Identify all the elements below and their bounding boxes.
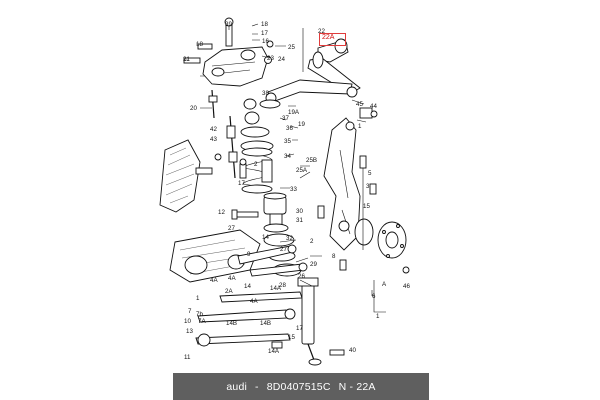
callout: 11 bbox=[184, 354, 191, 361]
callout: 9 bbox=[247, 251, 251, 258]
right-bolts bbox=[271, 155, 377, 356]
callout: 25 bbox=[288, 44, 295, 51]
callout: 24 bbox=[278, 56, 285, 63]
brand-text: audi bbox=[226, 380, 248, 393]
callout: 6 bbox=[372, 293, 376, 300]
callout: 10 bbox=[184, 318, 191, 325]
callout: 14A bbox=[268, 348, 280, 355]
callout: 17 bbox=[238, 180, 245, 187]
pull-rod bbox=[226, 115, 238, 179]
callout: 42 bbox=[210, 126, 217, 133]
upper-control-arm bbox=[265, 38, 361, 104]
callout: 7b bbox=[196, 311, 203, 318]
callout: 25B bbox=[306, 157, 317, 164]
callout: 18 bbox=[261, 21, 268, 28]
spring-damper-assembly bbox=[240, 98, 281, 194]
callout: 27 bbox=[228, 225, 235, 232]
callout: 4A bbox=[210, 277, 218, 284]
callout: 39 bbox=[225, 21, 232, 28]
upper-ball-joint bbox=[346, 86, 378, 119]
wheel-hub bbox=[354, 218, 410, 274]
callout: 2A bbox=[225, 288, 233, 295]
callout: 26 bbox=[298, 273, 305, 280]
callout: 32 bbox=[286, 235, 293, 242]
reference-text: N - 22A bbox=[338, 380, 376, 393]
callout: 15 bbox=[288, 334, 295, 341]
callout: 16 bbox=[262, 38, 269, 45]
callout: 45 bbox=[356, 101, 363, 108]
callout: A bbox=[382, 281, 387, 288]
callout: 25A bbox=[296, 167, 308, 174]
callout: 4A bbox=[250, 298, 258, 305]
callout: 30 bbox=[296, 208, 303, 215]
callout: 2 bbox=[254, 161, 258, 168]
strut-top-mount bbox=[202, 17, 269, 87]
callout: 21 bbox=[183, 56, 190, 63]
lower-control-arms bbox=[195, 244, 308, 347]
callout: 40 bbox=[349, 347, 356, 354]
steering-knuckle bbox=[323, 117, 361, 251]
highlighted-part-label: 22A bbox=[322, 34, 335, 41]
callout: 44 bbox=[370, 103, 377, 110]
callout: 17 bbox=[296, 325, 303, 332]
callout: 7 bbox=[188, 308, 192, 315]
callout: 3 bbox=[366, 183, 370, 190]
callout: 22 bbox=[318, 28, 325, 35]
callout: 2 bbox=[310, 238, 314, 245]
callout-labels: 39 18 17 16 25 22 21 23 24 19 20 18 38 1… bbox=[183, 21, 410, 361]
callout: 33 bbox=[290, 186, 297, 193]
leader-lines bbox=[184, 23, 367, 287]
callout-brackets bbox=[302, 28, 386, 313]
callout: 31 bbox=[296, 217, 303, 224]
shock-absorber bbox=[297, 277, 322, 366]
callout: 17 bbox=[261, 30, 268, 37]
callout: 4A bbox=[228, 275, 236, 282]
callout: 14B bbox=[226, 320, 237, 327]
callout: 1 bbox=[358, 123, 362, 130]
callout: 29 bbox=[310, 261, 317, 268]
callout: 34 bbox=[284, 153, 291, 160]
callout: 23 bbox=[267, 55, 274, 62]
callout: 28 bbox=[279, 282, 286, 289]
callout: 14B bbox=[260, 320, 271, 327]
callout: 7A bbox=[198, 318, 206, 325]
stabilizer-link-rod bbox=[208, 89, 218, 119]
callout: 35 bbox=[284, 138, 291, 145]
callout: 36 bbox=[286, 125, 293, 132]
callout: 13 bbox=[186, 328, 193, 335]
part-number-text: 8D0407515C bbox=[266, 380, 331, 393]
callout: 15 bbox=[363, 203, 370, 210]
bolt-17 bbox=[239, 158, 247, 179]
bolt-27 bbox=[231, 209, 259, 220]
damper-lower bbox=[263, 192, 302, 277]
callout: 27 bbox=[280, 246, 287, 253]
callout: 19A bbox=[288, 109, 300, 116]
callout: 1 bbox=[196, 295, 200, 302]
callout: 19 bbox=[298, 121, 305, 128]
callout: 37 bbox=[282, 115, 289, 122]
callout: 1 bbox=[376, 313, 380, 320]
callout: 14 bbox=[262, 234, 269, 241]
callout: 46 bbox=[403, 283, 410, 290]
callout: 18 bbox=[196, 41, 203, 48]
highlighted-part-box[interactable] bbox=[319, 33, 346, 46]
callout: 8 bbox=[332, 253, 336, 260]
callout: 12 bbox=[218, 209, 225, 216]
callout: 14 bbox=[244, 283, 251, 290]
separator-text: - bbox=[255, 380, 259, 393]
part-caption-bar: audi - 8D0407515C N - 22A bbox=[173, 373, 429, 400]
top-bolts bbox=[183, 40, 274, 64]
subframe-body bbox=[159, 139, 261, 283]
callout: 5 bbox=[368, 170, 372, 177]
callout: 14A bbox=[270, 285, 282, 292]
callout: 38 bbox=[262, 90, 269, 97]
callout: 43 bbox=[210, 136, 217, 143]
callout: 20 bbox=[190, 105, 197, 112]
